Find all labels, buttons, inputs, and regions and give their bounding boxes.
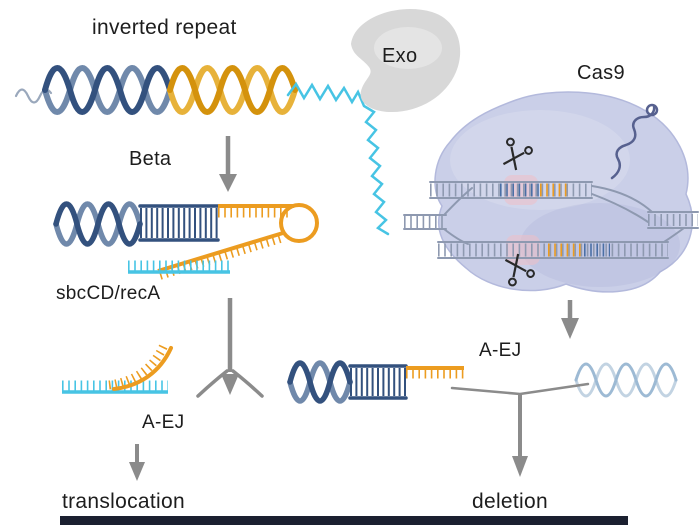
aej-left-label: A-EJ bbox=[142, 412, 185, 433]
flap-orange-ticks bbox=[108, 343, 169, 390]
faded-helix-front bbox=[574, 362, 678, 398]
branch-right-curve bbox=[231, 369, 264, 398]
aej-left-arrow bbox=[129, 444, 145, 481]
cas9-complex bbox=[403, 91, 699, 293]
cas9-arrowhead bbox=[561, 318, 579, 339]
duplex-right-rails bbox=[647, 211, 699, 229]
beta-arrowhead bbox=[219, 174, 237, 192]
helix-strand-blue-front bbox=[42, 65, 173, 115]
flap-orange-strand bbox=[112, 346, 173, 391]
aej-right-label: A-EJ bbox=[479, 340, 522, 361]
hairpin-helix-front bbox=[53, 201, 143, 247]
helix-strand-gold-back bbox=[167, 65, 298, 115]
scissors-icon bbox=[504, 253, 535, 287]
faded-dna-product bbox=[574, 362, 678, 398]
exo-label: Exo bbox=[382, 45, 418, 67]
inverted-repeat-dna bbox=[14, 65, 298, 115]
aej-left-arrowhead bbox=[129, 462, 145, 481]
product-helix-back bbox=[287, 360, 353, 404]
cleaved-duplex-product bbox=[287, 360, 464, 404]
exo-blob-highlight bbox=[374, 27, 442, 69]
duplex-connectors bbox=[443, 185, 685, 245]
branch-arrowhead bbox=[221, 374, 239, 395]
hairpin-ladder-rails bbox=[138, 204, 220, 242]
helix-strand-blue-back bbox=[42, 65, 173, 115]
sgrna-loop bbox=[645, 103, 659, 117]
sbccd-reca-label: sbcCD/recA bbox=[56, 283, 161, 304]
faded-helix-back bbox=[574, 362, 678, 398]
exo-enzyme-blob bbox=[351, 8, 461, 113]
beta-label: Beta bbox=[129, 148, 172, 170]
scissors-icon bbox=[502, 137, 533, 171]
deletion-label: deletion bbox=[472, 490, 548, 513]
duplex-bottom-rails bbox=[437, 241, 669, 259]
beta-arrow bbox=[219, 136, 237, 192]
branch-left-curve bbox=[196, 369, 229, 398]
cas9-label: Cas9 bbox=[577, 62, 625, 84]
ssdna-cyan-strand bbox=[286, 81, 390, 236]
helix-strand-gold-front bbox=[167, 65, 298, 115]
hairpin-intermediate bbox=[53, 201, 319, 281]
inverted-repeat-label: inverted repeat bbox=[92, 16, 237, 39]
cut-site-highlight-bottom bbox=[506, 235, 540, 265]
flap-product bbox=[62, 343, 173, 394]
translocation-label: translocation bbox=[62, 490, 185, 513]
duplex-top-rails bbox=[429, 181, 593, 199]
hairpin-loop bbox=[279, 203, 319, 243]
product-helix-front bbox=[287, 360, 353, 404]
merge-lines bbox=[450, 382, 590, 396]
sbccd-branch-arrow bbox=[196, 298, 264, 398]
deletion-merge-arrow bbox=[450, 382, 590, 477]
bottom-bar bbox=[60, 516, 628, 525]
duplex-left-rails bbox=[403, 214, 447, 230]
product-ladder-rails bbox=[348, 364, 408, 400]
sgrna-strand bbox=[610, 104, 656, 180]
deletion-arrowhead bbox=[512, 456, 528, 477]
cas9-output-arrow bbox=[561, 300, 579, 339]
cut-site-highlight-top bbox=[504, 175, 538, 205]
